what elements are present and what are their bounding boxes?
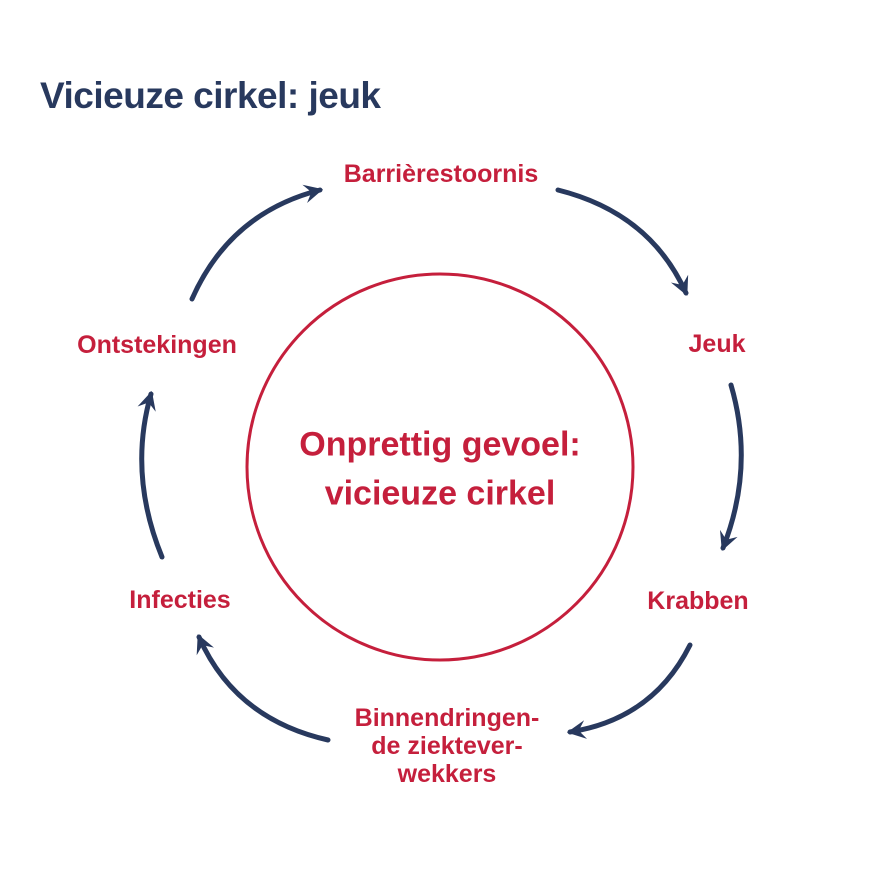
center-label: Onprettig gevoel: vicieuze cirkel bbox=[299, 425, 581, 513]
arrow-krabben-to-ziekteverwekkers bbox=[566, 642, 693, 739]
page-title: Vicieuze cirkel: jeuk bbox=[40, 74, 381, 116]
node-binnendringende-ziekteverwekkers: Binnendringen- de ziektever- wekkers bbox=[354, 704, 540, 788]
arrow-ziekteverwekkers-to-infecties bbox=[196, 634, 331, 743]
arrow-infecties-to-ontstekingen bbox=[137, 390, 165, 560]
node-barrierestoornis: Barrièrestoornis bbox=[343, 160, 539, 188]
center-circle bbox=[245, 272, 635, 662]
node-jeuk: Jeuk bbox=[688, 330, 746, 358]
arrow-jeuk-to-krabben bbox=[719, 382, 744, 551]
arrow-ontstekingen-to-barrierestoornis bbox=[189, 184, 324, 302]
node-infecties: Infecties bbox=[129, 586, 231, 614]
arrow-barrierestoornis-to-jeuk bbox=[555, 187, 689, 296]
node-krabben: Krabben bbox=[647, 587, 749, 615]
node-ontstekingen: Ontstekingen bbox=[77, 331, 237, 359]
